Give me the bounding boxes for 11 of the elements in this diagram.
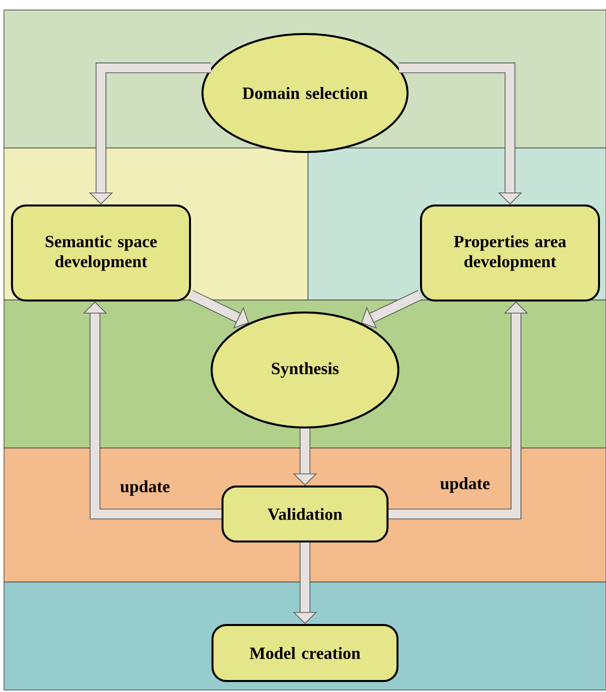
rounded-box: Properties area development	[420, 204, 600, 302]
ellipse-node: Domain selection	[201, 33, 409, 153]
edge-label: update	[440, 477, 490, 493]
ellipse-node: Synthesis	[210, 312, 400, 428]
block-arrow	[398, 62, 522, 204]
block-arrow	[361, 290, 422, 329]
rounded-box: Validation	[222, 486, 388, 542]
edge-label: update	[120, 480, 170, 496]
block-arrow	[82, 302, 222, 520]
rounded-box: Model creation	[212, 624, 398, 682]
rounded-box: Semantic space development	[11, 204, 191, 302]
